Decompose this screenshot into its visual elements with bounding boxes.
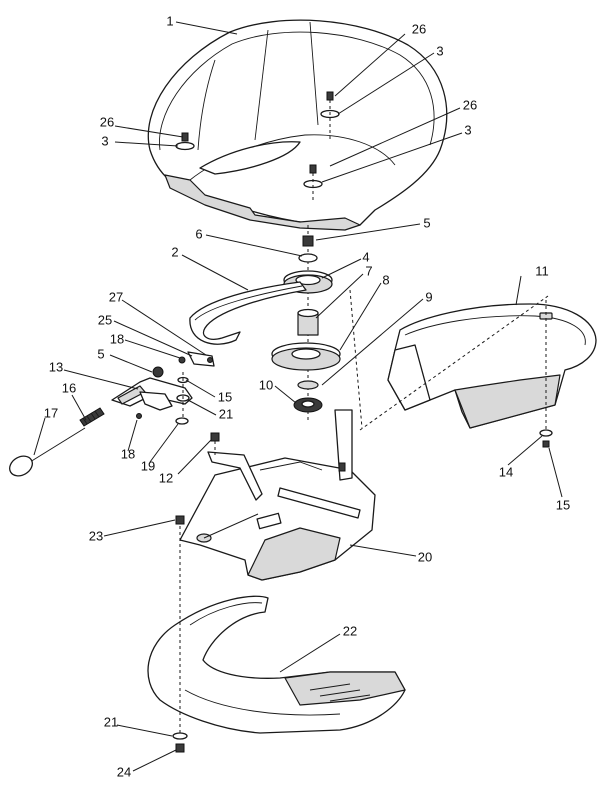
callout-7: 7: [365, 263, 372, 278]
spring-and-rod: [9, 407, 105, 477]
washer-6: [298, 253, 318, 263]
callout-2: 2: [171, 244, 178, 259]
callout-18-top: 18: [110, 331, 124, 346]
deck-mount: [179, 409, 376, 581]
callout-5-left: 5: [97, 346, 104, 361]
bolt-18-top: [178, 356, 186, 364]
callout-26-left: 26: [100, 114, 114, 129]
callout-3-upper-right: 3: [436, 43, 443, 58]
handle-knob-17: [9, 455, 33, 477]
side-shield: [387, 300, 597, 448]
bolt-12: [210, 432, 220, 442]
cross-bar: [277, 487, 361, 519]
lower-cover: [147, 515, 406, 753]
callout-14: 14: [499, 464, 513, 479]
callout-26-top: 26: [412, 21, 426, 36]
bracket-25: [187, 351, 215, 367]
callout-6: 6: [195, 226, 202, 241]
callout-21-upper: 21: [219, 406, 233, 421]
bolt-18-bottom: [136, 413, 142, 419]
nut-24: [175, 743, 185, 753]
callout-26-right: 26: [463, 97, 477, 112]
nut-15-shield: [542, 440, 550, 448]
callout-24: 24: [117, 764, 131, 779]
callout-27: 27: [109, 289, 123, 304]
callout-16: 16: [62, 380, 76, 395]
callout-11: 11: [535, 263, 549, 278]
spring-16: [79, 407, 105, 427]
callout-18-bottom: 18: [121, 446, 135, 461]
callout-9: 9: [425, 289, 432, 304]
callout-8: 8: [382, 272, 389, 287]
bolt-27: [207, 357, 213, 363]
callout-17: 17: [44, 405, 58, 420]
callout-1: 1: [166, 13, 173, 28]
callout-5-right: 5: [423, 215, 430, 230]
callout-23: 23: [89, 528, 103, 543]
callout-25: 25: [98, 312, 112, 327]
pulley-stack: [271, 225, 341, 420]
callout-21-lower: 21: [104, 714, 118, 729]
seat-hardware: [175, 91, 340, 200]
callout-15-left: 15: [218, 389, 232, 404]
callout-3-right: 3: [464, 122, 471, 137]
nut-5-idler: [152, 366, 164, 378]
drive-belt: [189, 281, 307, 345]
nut-5: [302, 235, 314, 247]
callout-19: 19: [141, 458, 155, 473]
callout-labels: 1 2 3 3 3 4 5 5 6 7 8 9 10 11 12 13 14 1…: [44, 13, 570, 779]
callout-15-right: 15: [556, 497, 570, 512]
bolt-23: [175, 515, 185, 525]
washer-14: [539, 429, 553, 437]
upright-bracket-left: [207, 451, 263, 501]
idler-bracket: [111, 351, 215, 425]
leader-lines: [33, 21, 563, 772]
callout-10: 10: [259, 377, 273, 392]
bolt-26-center: [309, 164, 317, 174]
callout-4: 4: [362, 249, 369, 264]
washer-19: [175, 417, 189, 425]
callout-13: 13: [49, 359, 63, 374]
washer-3-left: [175, 141, 195, 151]
seat-shell: [147, 19, 448, 231]
callout-12: 12: [159, 470, 173, 485]
callout-20: 20: [418, 549, 432, 564]
bolt-26-right: [326, 91, 334, 101]
washer-21-bottom: [172, 732, 188, 740]
callout-3-left: 3: [101, 133, 108, 148]
callout-22: 22: [343, 623, 357, 638]
